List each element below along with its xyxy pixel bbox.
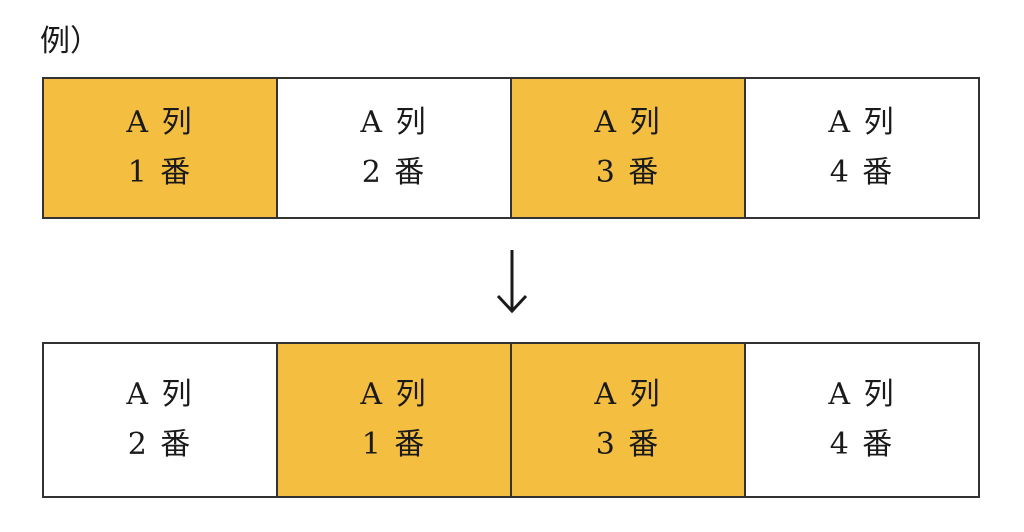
cell-column-label: A 列 (360, 377, 428, 412)
cell-column-label: A 列 (126, 105, 194, 140)
cell-column-label: A 列 (594, 105, 662, 140)
after-row: A 列 2 番 A 列 1 番 A 列 3 番 A 列 4 番 (42, 342, 980, 498)
before-cell-2: A 列 2 番 (276, 79, 510, 217)
cell-number-label: 4 番 (829, 427, 895, 462)
after-cell-4: A 列 4 番 (744, 344, 978, 496)
before-cell-1: A 列 1 番 (44, 79, 276, 217)
cell-number-label: 1 番 (361, 427, 427, 462)
cell-column-label: A 列 (828, 377, 896, 412)
cell-number-label: 2 番 (127, 427, 193, 462)
after-cell-2: A 列 1 番 (276, 344, 510, 496)
after-cell-3: A 列 3 番 (510, 344, 744, 496)
cell-number-label: 4 番 (829, 155, 895, 190)
cell-column-label: A 列 (126, 377, 194, 412)
cell-number-label: 1 番 (127, 155, 193, 190)
cell-column-label: A 列 (594, 377, 662, 412)
before-cell-3: A 列 3 番 (510, 79, 744, 217)
example-title: 例） (40, 24, 100, 59)
before-cell-4: A 列 4 番 (744, 79, 978, 217)
cell-column-label: A 列 (828, 105, 896, 140)
cell-column-label: A 列 (360, 105, 428, 140)
cell-number-label: 3 番 (595, 155, 661, 190)
down-arrow-icon (496, 250, 528, 314)
before-row: A 列 1 番 A 列 2 番 A 列 3 番 A 列 4 番 (42, 77, 980, 219)
cell-number-label: 3 番 (595, 427, 661, 462)
after-cell-1: A 列 2 番 (44, 344, 276, 496)
cell-number-label: 2 番 (361, 155, 427, 190)
